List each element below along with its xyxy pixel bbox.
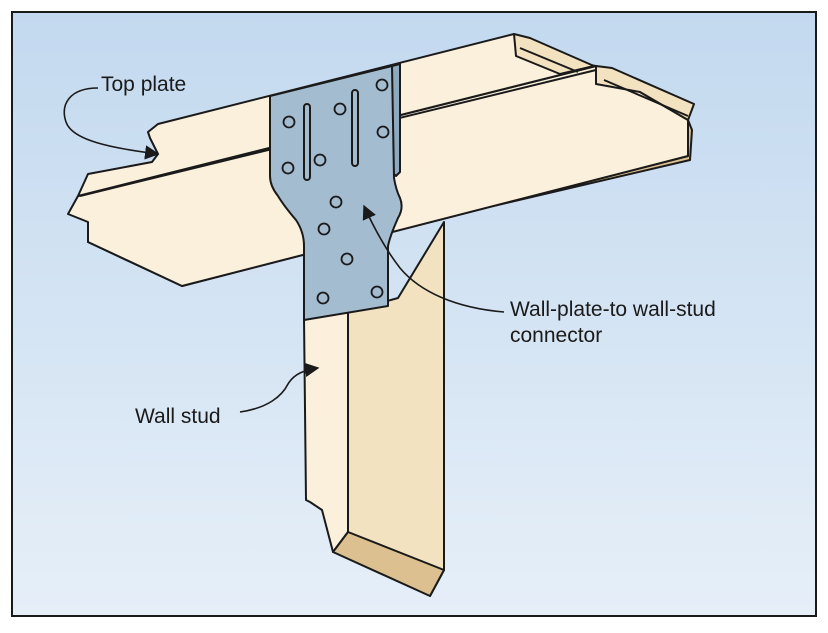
hole-icon bbox=[376, 125, 390, 139]
arrow-icon bbox=[239, 362, 320, 413]
wall-stud bbox=[303, 221, 445, 597]
hole-icon bbox=[316, 291, 330, 305]
wall-stud-label: Wall stud bbox=[135, 405, 221, 428]
top-plate-upper-end bbox=[513, 33, 595, 75]
connector-label: Wall-plate-to wall-stud connector bbox=[510, 297, 716, 349]
top-plate-lower-end bbox=[595, 65, 695, 121]
hole-icon bbox=[329, 195, 343, 209]
arrow-icon bbox=[63, 87, 160, 160]
hole-icon bbox=[375, 78, 389, 92]
connector-plate bbox=[269, 65, 403, 321]
top-plate-label: Top plate bbox=[101, 73, 187, 96]
hole-icon bbox=[281, 161, 295, 175]
hole-icon bbox=[340, 252, 354, 266]
slot-icon bbox=[303, 103, 311, 181]
chamfer-line bbox=[519, 47, 579, 73]
hole-icon bbox=[370, 285, 384, 299]
chamfer-line bbox=[603, 79, 689, 117]
hole-icon bbox=[313, 153, 327, 167]
hole-icon bbox=[282, 115, 296, 129]
wall-plate-connector bbox=[269, 63, 403, 321]
arrow-icon bbox=[362, 204, 505, 313]
hole-icon bbox=[317, 222, 331, 236]
connector-label-line2: connector bbox=[510, 324, 603, 347]
wall-stud-end-grain bbox=[332, 531, 445, 597]
hole-icon bbox=[333, 102, 347, 116]
connector-label-line1: Wall-plate-to wall-stud bbox=[510, 298, 716, 321]
slot-icon bbox=[351, 89, 359, 167]
